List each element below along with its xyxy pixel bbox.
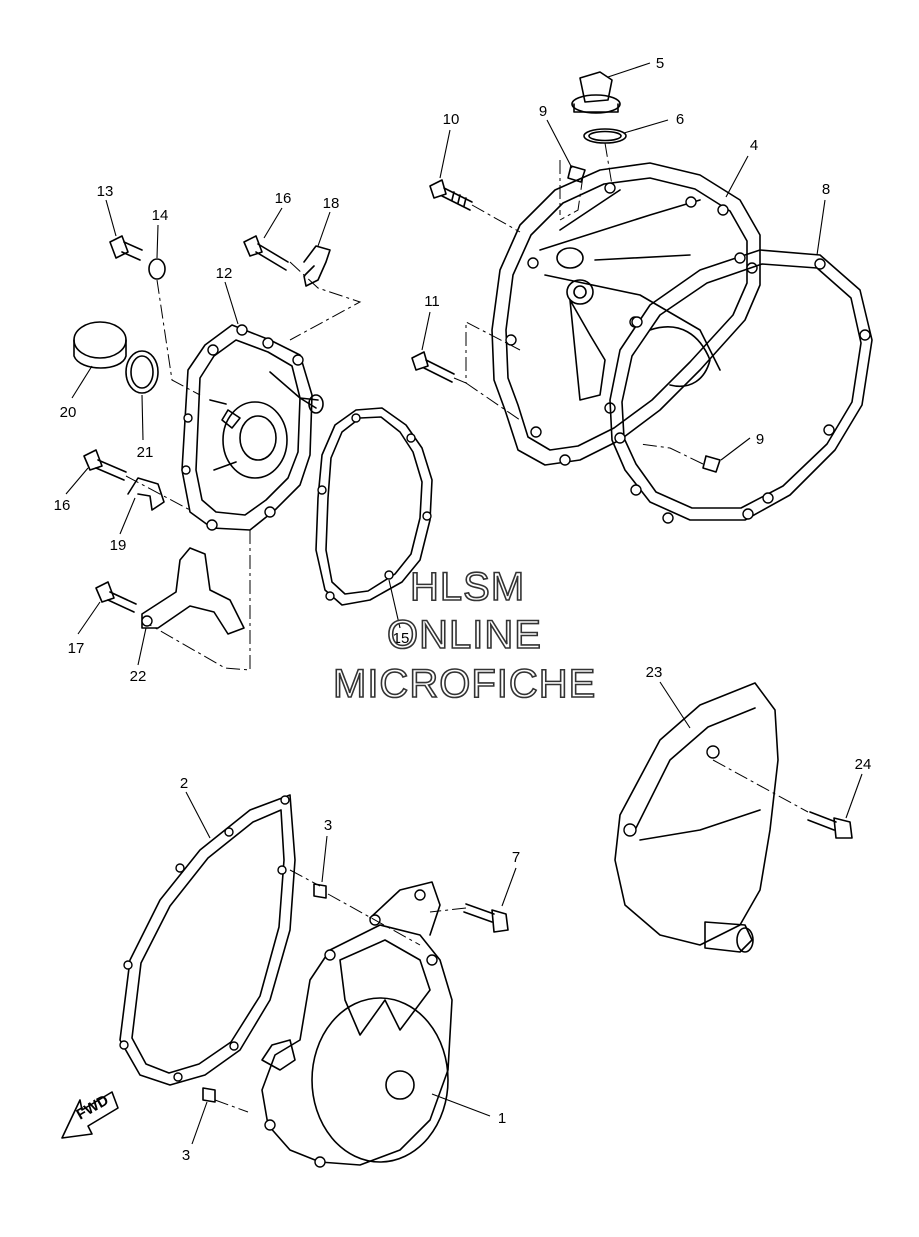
callout-19: 19 — [110, 537, 127, 554]
watermark-line-2: ONLINE — [386, 613, 542, 657]
callout-1: 1 — [498, 1110, 506, 1127]
callout-4: 7 — [512, 849, 520, 866]
callout-17: 17 — [68, 640, 85, 657]
watermark-line-3: MICROFICHE — [332, 662, 597, 706]
callout-18: 18 — [323, 195, 340, 212]
part-5-clutch-cover — [491, 162, 761, 466]
part-18-clamp — [303, 245, 331, 287]
callout-15: 15 — [393, 630, 410, 647]
part-23-sprocket-cover — [614, 682, 779, 953]
callout-numbers: 5 6 9 10 4 8 11 9 13 14 12 16 18 20 21 1… — [54, 55, 872, 1164]
part-10-bolt — [429, 179, 473, 211]
part-11-bolt — [411, 351, 455, 383]
part-9-dowel-pin-a — [567, 165, 586, 183]
callout-2: 2 — [180, 775, 188, 792]
part-19-clamp — [127, 477, 165, 511]
part-24-bolt — [807, 811, 853, 839]
part-2-gasket — [119, 794, 296, 1086]
callout-8: 8 — [822, 181, 830, 198]
leader-lines — [65, 62, 863, 1145]
part-8-gasket — [609, 249, 873, 524]
part-3-dowel-pin-a — [313, 883, 327, 899]
part-4-bolt — [463, 903, 509, 933]
callout-14: 14 — [152, 207, 169, 224]
part-3-dowel-pin-b — [202, 1087, 216, 1103]
callout-3-bottom: 3 — [182, 1147, 190, 1164]
callout-9-top: 9 — [539, 103, 547, 120]
part-20-plug — [73, 321, 127, 369]
callout-22: 22 — [130, 668, 147, 685]
callout-23: 23 — [646, 664, 663, 681]
callout-6: 5 — [656, 55, 664, 72]
part-21-o-ring — [125, 350, 159, 394]
callout-11: 11 — [424, 293, 440, 310]
callout-10: 10 — [443, 111, 460, 128]
callout-21: 21 — [137, 444, 154, 461]
part-22-bracket — [141, 547, 245, 635]
part-9-dowel-pin-b — [702, 455, 721, 473]
watermark-line-1: HLSM — [409, 565, 526, 609]
part-13-bolt — [109, 235, 143, 261]
callout-7: 6 — [676, 111, 684, 128]
callout-3-top: 3 — [324, 817, 332, 834]
part-6-oil-filler-cap — [571, 71, 621, 114]
part-16-bolt-b — [83, 449, 127, 481]
callout-20: 20 — [60, 404, 77, 421]
part-17-bolt — [95, 581, 137, 613]
callout-16-left: 16 — [54, 497, 71, 514]
callout-9-right: 9 — [756, 431, 764, 448]
part-16-bolt-a — [243, 235, 289, 271]
callout-13: 13 — [97, 183, 114, 200]
callout-16-top: 16 — [275, 190, 292, 207]
fwd-arrow-icon: FWD — [61, 1091, 119, 1139]
callout-24: 24 — [855, 756, 872, 773]
alignment-lines — [125, 142, 809, 1113]
part-12-cover — [181, 324, 324, 531]
part-15-gasket — [315, 407, 433, 606]
part-14-washer — [148, 258, 166, 280]
part-7-o-ring — [583, 128, 627, 144]
callout-5: 4 — [750, 137, 758, 154]
callout-12: 12 — [216, 265, 233, 282]
